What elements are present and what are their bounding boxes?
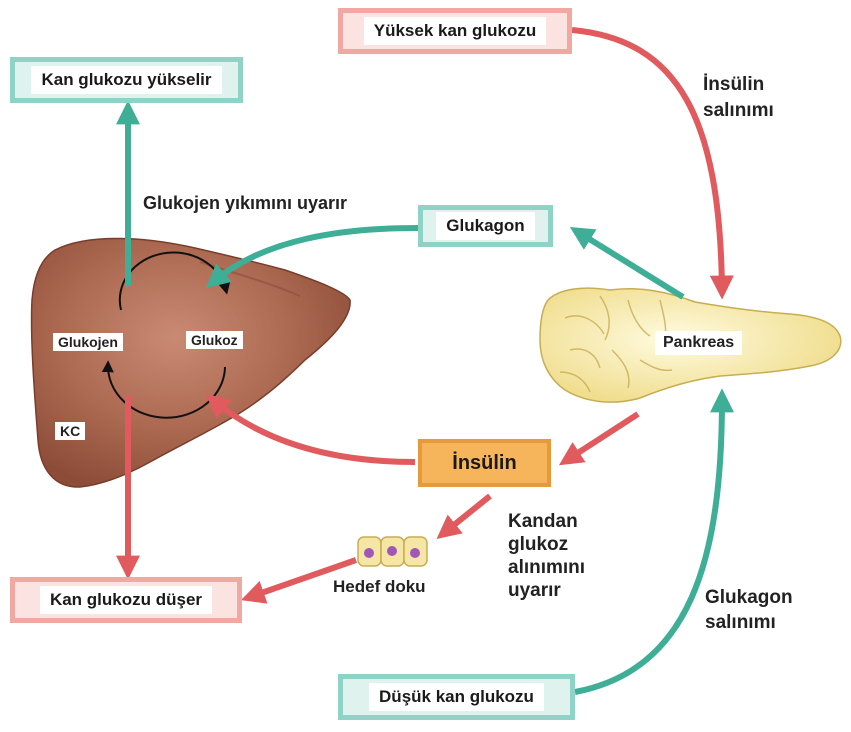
label-uptake-line3: alınımını [508,556,585,579]
box-low-blood-glucose-label: Düşük kan glukozu [369,683,544,711]
label-glycogen-breakdown: Glukojen yıkımını uyarır [143,193,347,214]
box-glucagon: Glukagon [418,205,553,247]
label-target-tissue: Hedef doku [333,577,426,597]
label-glucose: Glukoz [186,331,243,349]
label-insulin-release: İnsülin salınımı [703,72,774,124]
label-uptake-line2: glukoz [508,533,585,556]
arrow-insulin-to-target-tissue [444,496,490,533]
label-glucagon-release-line1: Glukagon [705,585,793,610]
box-glucagon-label: Glukagon [436,212,534,240]
label-uptake-line1: Kandan [508,510,585,533]
box-blood-glucose-rises-label: Kan glukozu yükselir [31,66,221,94]
box-blood-glucose-falls-label: Kan glukozu düşer [40,586,212,614]
label-glycogen: Glukojen [53,333,123,351]
label-stimulates-glucose-uptake: Kandan glukoz alınımını uyarır [508,510,585,602]
arrow-pancreas-to-glucagon [578,232,683,297]
label-uptake-line4: uyarır [508,579,585,602]
label-insulin-release-line1: İnsülin [703,72,774,98]
box-blood-glucose-falls: Kan glukozu düşer [10,577,242,623]
label-liver: KC [55,422,85,440]
label-pancreas: Pankreas [655,331,742,355]
label-insulin-release-line2: salınımı [703,98,774,124]
box-high-blood-glucose-label: Yüksek kan glukozu [364,17,547,45]
box-blood-glucose-rises: Kan glukozu yükselir [10,57,243,103]
target-tissue-cells [358,537,427,566]
box-insulin-label: İnsülin [452,452,516,475]
arrow-high-glucose-to-pancreas [572,30,722,290]
box-high-blood-glucose: Yüksek kan glukozu [338,8,572,54]
box-insulin: İnsülin [418,439,551,487]
label-glucagon-release-line2: salınımı [705,610,793,635]
arrow-pancreas-to-insulin [567,414,638,460]
label-glucagon-release: Glukagon salınımı [705,585,793,635]
box-low-blood-glucose: Düşük kan glukozu [338,674,575,720]
